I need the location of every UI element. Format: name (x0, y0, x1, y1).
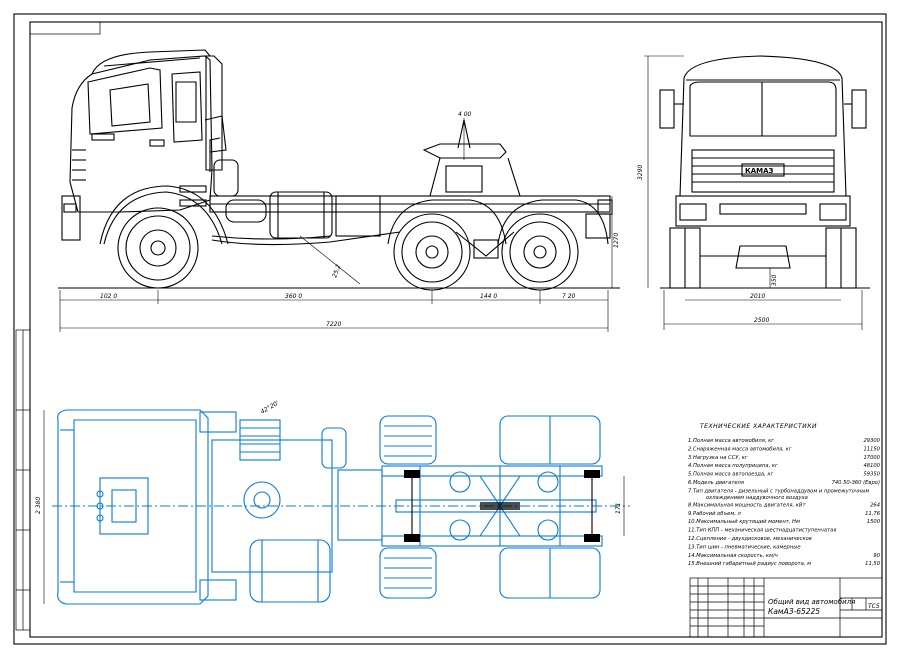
side-view: 102 0 360 0 144 0 7 20 7220 4 00 1270 25… (58, 49, 620, 332)
rear-bogie (387, 199, 613, 291)
spec-row-label: 4.Полная масса полуприцепа, кг (688, 463, 778, 469)
spec-row-value: 11,50 (865, 561, 881, 567)
spec-row-label: 9.Рабочий объем, л (688, 511, 742, 517)
spec-row-label: 7.Тип двигателя - дизельный с турбонадду… (688, 488, 869, 500)
dim-wheelbase: 360 0 (285, 293, 302, 300)
fifth-wheel (422, 118, 521, 197)
dim-plan-angle: 42°20' (260, 400, 281, 416)
dim-rear-overhang: 7 20 (562, 293, 576, 300)
spec-row-label: 2.Снаряженная масса автомобиля, кг (688, 446, 792, 452)
spec-row-value: 11,76 (865, 511, 881, 517)
spec-row-label: 11.Тип КПП - механическая шестнадцатисту… (688, 528, 836, 534)
title-block: Общий вид автомобиля КамАЗ-65225 ТС5 (689, 577, 883, 638)
sheet-code: ТС5 (868, 603, 880, 610)
dim-plan-gap: 171 (615, 503, 622, 514)
dim-fifth-wheel-height: 1270 (613, 233, 620, 248)
dim-plan-track: 2 380 (35, 497, 42, 514)
spec-row-value: 740.50-360 (Евро) (832, 480, 880, 486)
chassis-side (205, 55, 611, 246)
front-badge: КАМАЗ (745, 167, 774, 175)
spec-title: ТЕХНИЧЕСКИЕ ХАРАКТЕРИСТИКИ (700, 423, 817, 430)
spec-row-label: 8.Максимальная мощность двигателя, кВт (688, 502, 806, 508)
spec-row-value: 264 (870, 502, 880, 508)
spec-row-value: 1500 (867, 519, 881, 525)
spec-row-label: 3.Нагрузка на ССУ, кг (688, 455, 748, 461)
plan-rear-tyres (379, 415, 601, 599)
plan-view: 2 380 42°20' (35, 400, 630, 605)
spec-row-value: 29300 (863, 438, 880, 444)
spec-row-value: 17000 (863, 455, 880, 461)
spec-row-label: 6.Модель двигателя (688, 480, 744, 486)
spec-row-label: 10.Максимальный крутящий момент, Нм (688, 519, 800, 525)
dim-overall-width: 2500 (754, 317, 769, 324)
drawing-name-line2: КамАЗ-65225 (768, 607, 820, 616)
dim-bogie-base: 144 0 (480, 293, 497, 300)
spec-row-label: 12.Сцепление - двухдисковое, механическо… (688, 536, 812, 542)
sheet-frame (13, 13, 887, 645)
spec-row-value: 59350 (863, 472, 880, 478)
spec-row-value: 48100 (863, 463, 880, 469)
front-view: КАМАЗ 3290 2010 2500 350 (637, 55, 870, 330)
dim-approach-angle: 25,2 (331, 264, 342, 279)
spec-row-value: 90 (873, 553, 880, 559)
spec-row-label: 5.Полная масса автопоезда, кг (688, 472, 773, 478)
dim-front-overhang: 102 0 (100, 293, 117, 300)
plan-suspension (404, 470, 600, 542)
dim-front-track: 2010 (750, 293, 765, 300)
drawing-name-line1: Общий вид автомобиля (768, 598, 855, 606)
spec-row-label: 15.Внешний габаритный радиус поворота, м (688, 561, 811, 567)
side-dimensions: 102 0 360 0 144 0 7 20 7220 4 00 1270 25… (59, 111, 620, 332)
dim-fifth-wheel-offset: 4 00 (458, 111, 472, 118)
spec-row-label: 13.Тип шин - пневматические, камерные (688, 544, 801, 550)
spec-rows: 1.Полная масса автомобиля, кг 29300 2.Снар… (688, 438, 881, 567)
front-wheel (117, 207, 199, 289)
spec-row-label: 14.Максимальная скорость, км/ч (688, 553, 778, 559)
spec-table: ТЕХНИЧЕСКИЕ ХАРАКТЕРИСТИКИ 1.Полная масс… (688, 423, 881, 567)
spec-row-value: 11150 (863, 446, 880, 452)
dim-ground-clearance: 350 (771, 274, 778, 286)
dim-overall-length: 7220 (326, 321, 341, 328)
spec-row-label: 1.Полная масса автомобиля, кг (688, 438, 774, 444)
dim-overall-height: 3290 (637, 165, 644, 180)
cab-side (61, 49, 227, 241)
